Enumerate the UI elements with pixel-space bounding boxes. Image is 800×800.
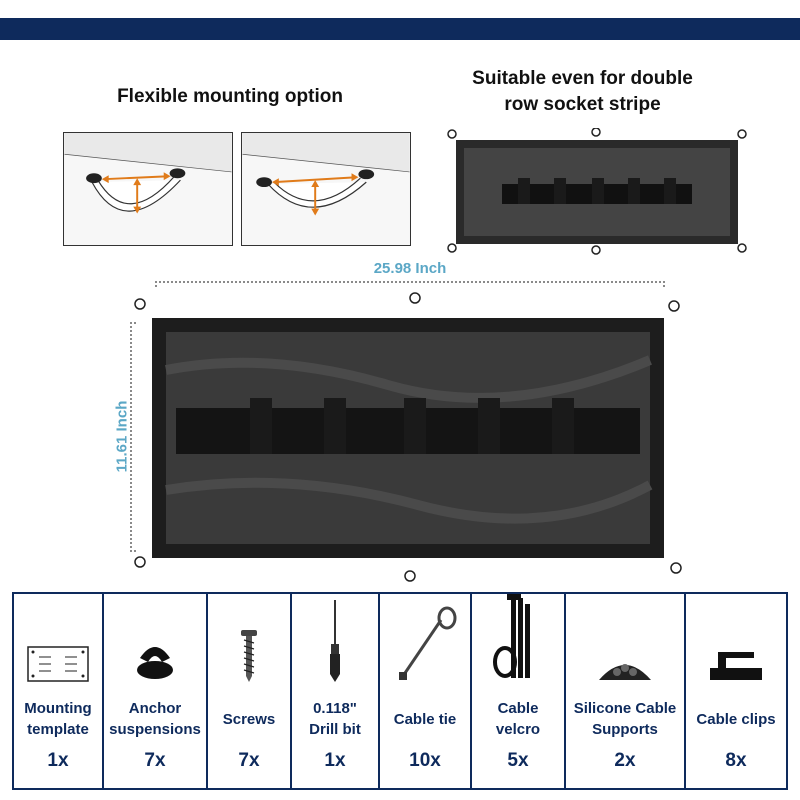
part-quantity: 5x [507, 750, 529, 771]
cable-velcro-icon [472, 594, 564, 690]
part-label: Cable velcro [472, 690, 564, 748]
part-label-line1: Screws [222, 710, 276, 728]
width-dimension-label: 25.98 Inch [373, 260, 447, 277]
part-label-line1: Cable clips [696, 710, 776, 728]
width-dimension-line [155, 281, 665, 287]
part-label: Cable tie [390, 690, 461, 748]
double-row-heading-line1: Suitable even for double [472, 68, 693, 89]
part-label: 0.118" Drill bit [305, 690, 365, 748]
part-label-line2: template [27, 721, 89, 738]
cable-tie-icon [380, 594, 470, 690]
part-quantity: 8x [725, 750, 747, 771]
screw-icon [208, 594, 290, 690]
part-drill-bit: 0.118" Drill bit 1x [292, 594, 380, 788]
part-quantity: 7x [144, 750, 166, 771]
part-quantity: 7x [238, 750, 260, 771]
part-label-line1: Anchor [128, 700, 182, 717]
part-label-line1: Mounting [24, 700, 92, 717]
large-cable-net [128, 290, 688, 590]
part-mounting-template: Mounting template 1x [14, 594, 104, 788]
part-cable-clips: Cable clips 8x [686, 594, 786, 788]
part-label-line2: Drill bit [309, 721, 361, 738]
mounting-template-icon [14, 594, 102, 690]
part-quantity: 1x [47, 750, 69, 771]
part-cable-velcro: Cable velcro 5x [472, 594, 566, 788]
height-dimension-line [130, 322, 136, 552]
mounting-illustration-wide [63, 132, 233, 246]
part-screws: Screws 7x [208, 594, 292, 788]
small-net-with-socket-stripe [442, 128, 752, 256]
part-label-line2: Supports [592, 721, 658, 738]
part-label-line1: Cable tie [393, 710, 457, 728]
part-quantity: 2x [614, 750, 636, 771]
part-label: Mounting template [20, 690, 95, 748]
part-label-line1: Silicone Cable [573, 700, 677, 717]
top-accent-bar [0, 18, 800, 40]
part-anchor-suspensions: Anchor suspensions 7x [104, 594, 208, 788]
part-label-line1: 0.118" [313, 700, 357, 717]
anchor-suspension-icon [104, 594, 206, 690]
part-quantity: 10x [409, 750, 441, 771]
part-label-line2: suspensions [109, 721, 201, 738]
part-label: Screws [219, 690, 280, 748]
silicone-cable-support-icon [566, 594, 684, 690]
part-quantity: 1x [324, 750, 346, 771]
mounting-illustration-narrow [241, 132, 411, 246]
part-label-line1: Cable velcro [495, 700, 541, 738]
drill-bit-icon [292, 594, 378, 690]
cable-clip-icon [686, 594, 786, 690]
included-parts-panel: Mounting template 1x Anchor suspensions 7x… [12, 592, 788, 790]
part-label: Cable clips [692, 690, 779, 748]
double-row-heading-line2: row socket stripe [504, 94, 661, 115]
part-cable-tie: Cable tie 10x [380, 594, 472, 788]
part-label: Anchor suspensions [105, 690, 205, 748]
double-row-heading: Suitable even for double row socket stri… [440, 66, 725, 118]
flexible-mounting-heading: Flexible mounting option [117, 86, 343, 107]
